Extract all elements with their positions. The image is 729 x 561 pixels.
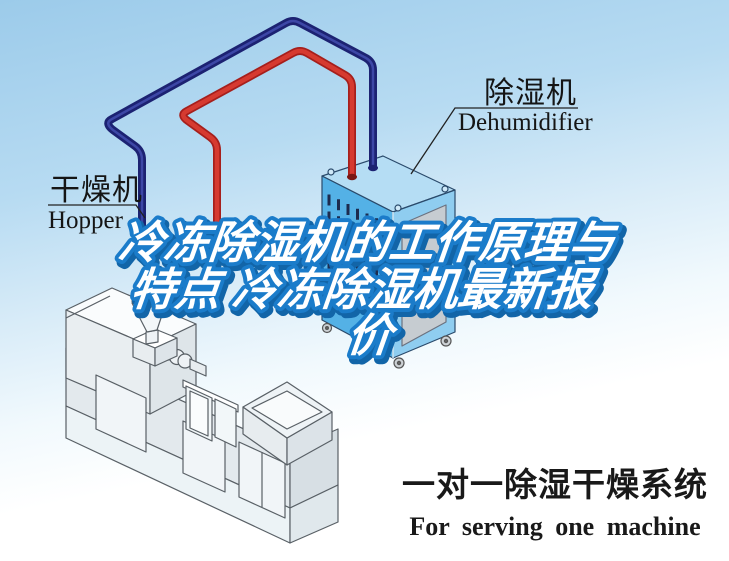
hopper-label-zh: 干燥机 [50,174,143,207]
vent-louvers [327,194,378,298]
headline-line1-shadow: 冷冻除湿机的工作原理与 [120,221,624,272]
hopper-leader-line [48,204,146,219]
recessed-panel [401,204,447,347]
caption-block: 一对一除湿干燥系统 For serving one machine [390,458,720,542]
dehumidifier-leader-line [410,107,578,175]
dehumidifier-illustration [321,155,456,369]
dehumidifier-label-zh: 除湿机 [484,77,577,110]
air-pipes [104,17,378,246]
headline-line1: 冷冻除湿机的工作原理与 [117,217,621,268]
hopper-funnel [131,294,178,367]
machine-door-panel [95,374,147,453]
molding-machine-illustration [65,287,339,544]
caption-en: For serving one machine [409,512,701,541]
lifting-eyelets [327,168,449,212]
machine-guard-window [214,398,237,448]
dehumidifier-label-en: Dehumidifier [458,109,593,136]
headline-line2: 特点 冷冻除湿机最新报 [128,264,602,315]
machine-top-frame [251,390,323,430]
leader-lines [48,107,578,219]
caption-zh: 一对一除湿干燥系统 [402,466,708,503]
hopper-label-en: Hopper [48,207,123,234]
caster-wheels [321,322,452,369]
headline-overlay: 冷冻除湿机的工作原理与 特点 冷冻除湿机最新报 价 冷冻除湿机的工作原理与 特点… [113,213,629,370]
headline-line2-shadow: 特点 冷冻除湿机最新报 [131,268,605,319]
